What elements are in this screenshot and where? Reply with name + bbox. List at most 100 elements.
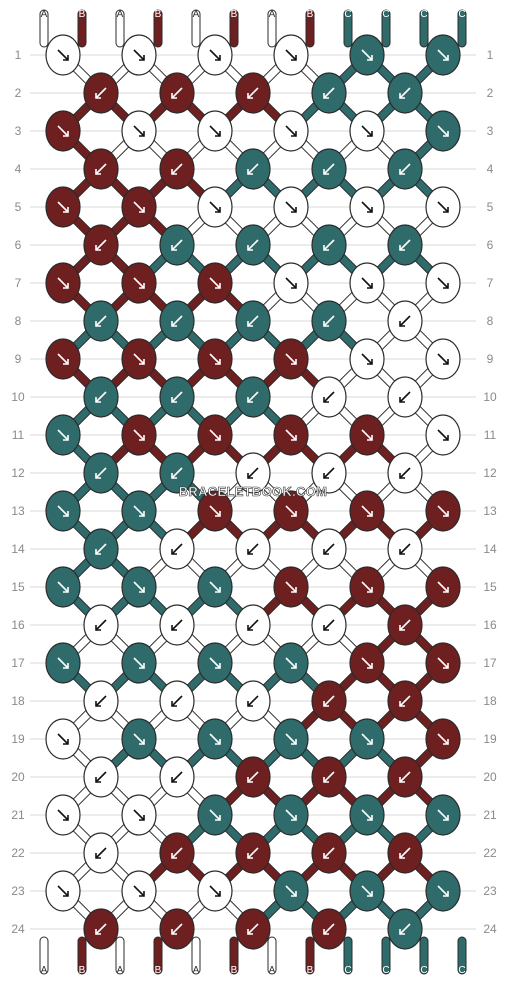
arrow-down-right-icon (133, 809, 145, 821)
knot (235, 72, 271, 114)
knot (197, 870, 233, 912)
arrow-head-icon (443, 815, 449, 821)
knot (159, 72, 195, 114)
knot (197, 34, 233, 76)
knot (425, 870, 461, 912)
arrow-head-icon (399, 853, 405, 859)
arrow-head-icon (291, 55, 297, 61)
arrow-head-icon (139, 891, 145, 897)
arrow-down-right-icon (361, 657, 373, 669)
arrow-down-right-icon (285, 505, 297, 517)
row-label-right: 22 (483, 846, 497, 860)
arrow-down-left-icon (95, 163, 107, 175)
watermark-text: BRACELETBOOK.COM (179, 484, 328, 499)
bottom-strand-label: C (344, 965, 351, 976)
knot (425, 490, 461, 532)
knot (45, 490, 81, 532)
knot (83, 148, 119, 190)
row-label-left: 14 (11, 542, 25, 556)
arrow-head-icon (399, 777, 405, 783)
knot (273, 718, 309, 760)
arrow-down-right-icon (209, 733, 221, 745)
knot (311, 148, 347, 190)
arrow-down-right-icon (133, 657, 145, 669)
arrow-head-icon (95, 321, 101, 327)
arrow-down-left-icon (171, 695, 183, 707)
arrow-head-icon (367, 815, 373, 821)
knot (349, 718, 385, 760)
arrow-head-icon (95, 853, 101, 859)
knot (197, 490, 233, 532)
row-label-right: 11 (484, 428, 497, 442)
arrow-down-left-icon (171, 239, 183, 251)
knot (121, 490, 157, 532)
arrow-head-icon (139, 131, 145, 137)
row-label-right: 12 (483, 466, 497, 480)
arrow-head-icon (63, 511, 69, 517)
arrow-down-right-icon (57, 353, 69, 365)
arrow-down-right-icon (209, 657, 221, 669)
arrow-head-icon (291, 587, 297, 593)
arrow-head-icon (139, 663, 145, 669)
knot (159, 300, 195, 342)
arrow-down-right-icon (133, 353, 145, 365)
arrow-down-left-icon (247, 467, 259, 479)
arrow-down-left-icon (323, 163, 335, 175)
bottom-strand-label: C (420, 965, 427, 976)
knot (235, 224, 271, 266)
knot (121, 110, 157, 152)
knot (121, 414, 157, 456)
arrow-head-icon (399, 321, 405, 327)
top-strand-label: A (269, 9, 276, 20)
top-strand-label: C (420, 9, 427, 20)
bottom-strand-label: C (382, 965, 389, 976)
knot (273, 642, 309, 684)
knot (159, 528, 195, 570)
knot (83, 72, 119, 114)
arrow-down-left-icon (323, 543, 335, 555)
knot (273, 414, 309, 456)
arrow-head-icon (215, 663, 221, 669)
row-label-left: 5 (15, 200, 22, 214)
arrow-head-icon (291, 207, 297, 213)
arrow-head-icon (323, 397, 329, 403)
arrow-down-right-icon (437, 49, 449, 61)
arrow-head-icon (399, 473, 405, 479)
arrow-down-right-icon (133, 581, 145, 593)
knot (387, 680, 423, 722)
arrow-down-right-icon (285, 885, 297, 897)
knot (349, 642, 385, 684)
knot (159, 224, 195, 266)
knot (387, 224, 423, 266)
arrow-head-icon (247, 321, 253, 327)
arrow-down-right-icon (57, 809, 69, 821)
arrow-down-left-icon (399, 315, 411, 327)
arrow-down-left-icon (95, 239, 107, 251)
arrow-down-right-icon (209, 429, 221, 441)
row-label-right: 4 (487, 162, 494, 176)
arrow-down-right-icon (285, 49, 297, 61)
knot-grid (45, 34, 461, 950)
arrow-down-left-icon (323, 619, 335, 631)
row-label-left: 13 (11, 504, 25, 518)
arrow-head-icon (215, 815, 221, 821)
arrow-down-right-icon (437, 657, 449, 669)
row-label-right: 23 (483, 884, 497, 898)
arrow-down-left-icon (323, 239, 335, 251)
arrow-head-icon (95, 777, 101, 783)
arrow-head-icon (95, 625, 101, 631)
arrow-down-left-icon (95, 543, 107, 555)
knot (45, 870, 81, 912)
knot (349, 414, 385, 456)
arrow-head-icon (247, 929, 253, 935)
arrow-down-left-icon (95, 467, 107, 479)
arrow-head-icon (323, 93, 329, 99)
arrow-head-icon (443, 663, 449, 669)
arrow-down-right-icon (57, 581, 69, 593)
knot (387, 148, 423, 190)
row-label-left: 12 (11, 466, 25, 480)
arrow-down-left-icon (95, 619, 107, 631)
arrow-head-icon (215, 207, 221, 213)
arrow-head-icon (367, 131, 373, 137)
